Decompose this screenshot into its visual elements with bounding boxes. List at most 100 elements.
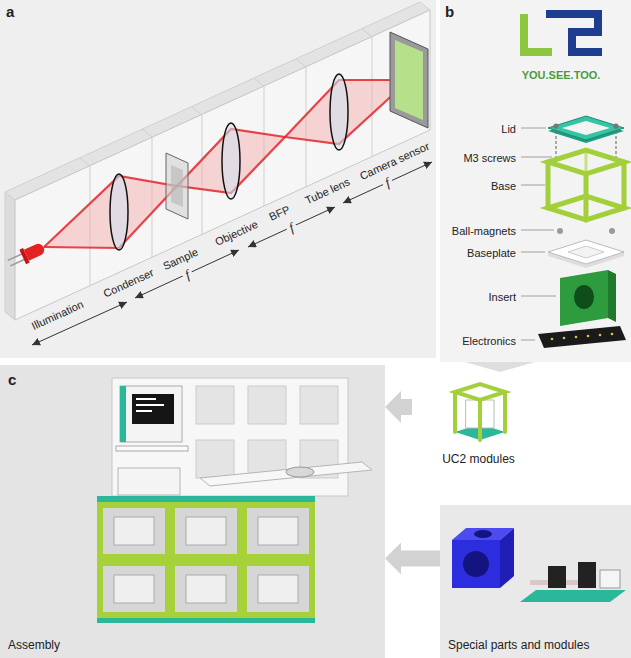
- node-label: Special parts and modules: [448, 638, 589, 652]
- special-parts-ground: [440, 505, 631, 658]
- flow-chevron: [465, 362, 535, 372]
- logo: [524, 14, 552, 52]
- insert-part: [608, 270, 616, 322]
- electronics-board: [538, 326, 626, 348]
- special-parts-ground: [440, 505, 631, 658]
- led-symbol: [10, 259, 25, 266]
- cube-part: [452, 540, 500, 588]
- label-anchor: b: [445, 3, 454, 21]
- module-cube: [455, 384, 505, 400]
- display-screen: [136, 410, 152, 412]
- display-screen: [132, 394, 174, 424]
- part-name: Ball-magnets: [452, 225, 516, 238]
- logo: [524, 14, 602, 52]
- assembly-cube: [258, 517, 298, 545]
- electronics-board: [551, 338, 554, 341]
- electronics-board: [551, 333, 614, 341]
- logo-slogan: YOU.SEE.TOO.: [522, 69, 601, 82]
- leader-line: [521, 340, 535, 341]
- module-chain: [80, 29, 372, 286]
- label-anchor: M3 screws: [463, 148, 516, 166]
- stage-plate: [118, 468, 180, 495]
- assembly-cube: [97, 496, 315, 623]
- screw-part: [554, 124, 558, 128]
- ball-magnet: [557, 228, 563, 234]
- lens-symbol: [110, 174, 128, 250]
- panel-c-ground: [0, 365, 385, 658]
- module-chain: [254, 78, 264, 86]
- assembly-cube: [100, 505, 168, 557]
- module-cube: [478, 400, 482, 440]
- electronics-board: [587, 335, 590, 338]
- camera-sensor: [395, 40, 423, 120]
- screw-part: [615, 126, 616, 160]
- panel-c-ground: [0, 365, 385, 658]
- module-chain: [15, 10, 430, 320]
- leader-line: [521, 230, 554, 231]
- stage-label: Objective: [213, 218, 260, 249]
- stage-plate: [118, 462, 372, 495]
- assembly-cube: [100, 505, 312, 615]
- display-screen: [136, 404, 164, 406]
- special-module: [548, 566, 566, 588]
- focal-length: f: [380, 175, 395, 193]
- insert-part: [574, 285, 594, 309]
- assembly-cube: [100, 563, 168, 615]
- lid-part: [548, 116, 624, 143]
- leader-line: [521, 296, 556, 297]
- label-anchor: Condenser: [100, 263, 156, 302]
- assembly-cube: [97, 496, 171, 502]
- leader-line: [521, 185, 545, 186]
- module-box: UC2 modules: [412, 372, 545, 472]
- assembly-cube: [244, 505, 312, 557]
- assembly-cube: [172, 563, 240, 615]
- stage-label: Camera sensor: [358, 140, 432, 183]
- lens-symbol: [222, 123, 240, 199]
- panel-a-ground: [0, 0, 436, 358]
- camera-sensor: [390, 32, 428, 128]
- module-chain: [142, 129, 152, 137]
- led-symbol: [6, 240, 47, 270]
- assembly-cube: [97, 618, 171, 623]
- baseplate-part: [548, 240, 624, 264]
- lid-part: [562, 121, 610, 135]
- module-cube: [503, 392, 507, 432]
- focal-length: f: [180, 267, 195, 285]
- ball-magnet: [557, 228, 615, 234]
- module-chain: [5, 192, 15, 320]
- display-screen: [136, 398, 156, 400]
- electronics-board: [563, 337, 566, 340]
- display-screen: [116, 386, 188, 451]
- panel-letter: a: [6, 3, 14, 20]
- panel-letter: b: [445, 3, 454, 20]
- assembly-cube: [114, 517, 298, 603]
- stage-label: Condenser: [101, 266, 155, 300]
- screw-part: [555, 126, 556, 160]
- electronics-board: [599, 334, 602, 337]
- focal-length: f: [284, 220, 299, 238]
- assembly-panel: cAssembly: [0, 365, 385, 658]
- assembly-cube: [241, 618, 315, 623]
- sample-slide: [166, 153, 188, 219]
- electronics-board: [575, 336, 578, 339]
- panel-letter: c: [8, 371, 16, 389]
- flow-arrow: [401, 399, 412, 415]
- special-module: [600, 570, 620, 588]
- part-name: M3 screws: [463, 152, 516, 165]
- assembly-cube: [186, 517, 226, 545]
- insert-part: [560, 270, 616, 326]
- baseplate-part: [568, 246, 604, 258]
- label-anchor: Illumination: [28, 294, 86, 334]
- part-name: Electronics: [462, 335, 516, 348]
- module-ground: [412, 372, 545, 472]
- module-ground: [412, 372, 545, 472]
- light-beam: [44, 80, 409, 248]
- ball-magnet: [609, 228, 615, 234]
- panel-b-ground: [440, 0, 631, 362]
- grid-plate: [196, 440, 234, 478]
- baseplate-part: [548, 240, 624, 268]
- label-anchor: Camera sensor: [356, 136, 432, 184]
